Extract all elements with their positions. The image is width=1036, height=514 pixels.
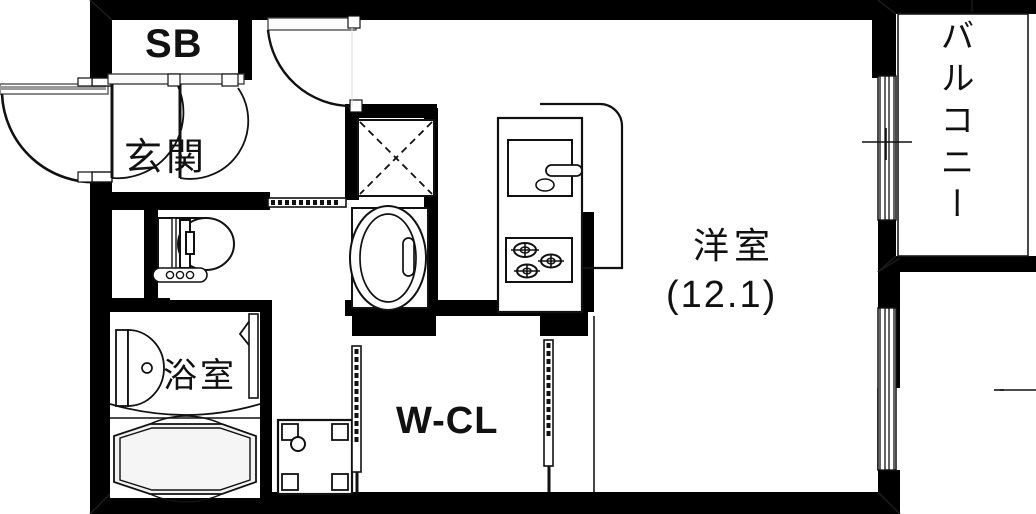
toilet-folding-door[interactable] bbox=[267, 197, 347, 208]
bath-tub bbox=[113, 415, 257, 503]
shoe-box-door-right-arc bbox=[179, 87, 250, 180]
balcony-sliding-glass-door[interactable] bbox=[862, 75, 912, 221]
room-label-balcony: バルコニー bbox=[935, 18, 973, 228]
bath-shower-curve bbox=[109, 403, 261, 416]
kitchen-sink-drain bbox=[535, 178, 555, 192]
wall-wcl-top bbox=[352, 314, 436, 336]
wall-right-room-lower bbox=[878, 470, 900, 514]
chamfer-room-tr bbox=[877, 257, 901, 273]
wall-top-outer bbox=[90, 0, 890, 20]
wall-bath-top bbox=[100, 300, 270, 314]
chamfer-bal-tl bbox=[877, 0, 897, 15]
toilet-fixture bbox=[152, 217, 235, 283]
room-label-western: 洋室 bbox=[693, 225, 776, 266]
wall-bath-right bbox=[258, 300, 272, 498]
outline-balcony-inner bbox=[897, 13, 1029, 257]
shoe-box-cabinet[interactable] bbox=[107, 73, 250, 180]
entrance-door[interactable] bbox=[0, 77, 113, 184]
wall-left-bath bbox=[90, 310, 112, 502]
bath-vanity-mirror bbox=[115, 329, 129, 407]
room-label-genkan: 玄関 bbox=[124, 137, 209, 179]
wall-genkan-corridor-2 bbox=[238, 20, 252, 78]
kitchen-sink bbox=[507, 139, 583, 197]
kitchen-counter-return bbox=[540, 102, 624, 270]
washer-pan-drain bbox=[290, 436, 306, 452]
room-window-right[interactable] bbox=[877, 307, 1036, 471]
closet-folding-door-left[interactable] bbox=[351, 345, 362, 492]
room-label-sb: SB bbox=[145, 22, 203, 66]
chamfer-top-left bbox=[89, 0, 113, 21]
chamfer-room-br bbox=[877, 491, 901, 514]
wall-genkan-bottom bbox=[90, 192, 270, 210]
stove-burner-2 bbox=[538, 253, 564, 269]
wall-washer-top bbox=[345, 104, 437, 118]
bath-room-fixtures bbox=[109, 312, 261, 503]
wall-toilet-left bbox=[144, 200, 158, 312]
chamfer-bottom-left bbox=[89, 491, 113, 514]
room-label-bathroom: 浴室 bbox=[163, 357, 237, 395]
wall-balcony-bottom bbox=[878, 256, 1036, 272]
kitchen-stove bbox=[505, 237, 573, 283]
wash-basin bbox=[349, 205, 429, 311]
corridor-door[interactable] bbox=[266, 15, 363, 113]
kitchen-counter bbox=[496, 102, 624, 314]
wash-basin-faucet bbox=[402, 237, 415, 277]
shoe-box-door-left-arc bbox=[111, 85, 185, 180]
wall-left-upper bbox=[90, 0, 112, 78]
kitchen-faucet bbox=[545, 164, 583, 177]
corridor-door-arc bbox=[266, 29, 353, 108]
bath-vanity-drain bbox=[141, 362, 153, 374]
entrance-door-jamb-bottom bbox=[91, 171, 113, 183]
room-area-western: (12.1) bbox=[666, 274, 778, 316]
wall-balcony-top bbox=[894, 0, 1036, 14]
stove-burner-1 bbox=[511, 242, 539, 258]
room-label-wcl: W-CL bbox=[396, 400, 499, 442]
wall-balcony-left-upper bbox=[878, 0, 896, 76]
wall-washroom-right bbox=[345, 104, 359, 200]
washer-drain-pan bbox=[276, 418, 354, 496]
stove-burner-3 bbox=[514, 263, 540, 279]
wall-bottom-outer bbox=[90, 492, 900, 514]
washing-machine-space bbox=[357, 119, 435, 197]
closet-folding-door-right[interactable] bbox=[543, 339, 554, 492]
